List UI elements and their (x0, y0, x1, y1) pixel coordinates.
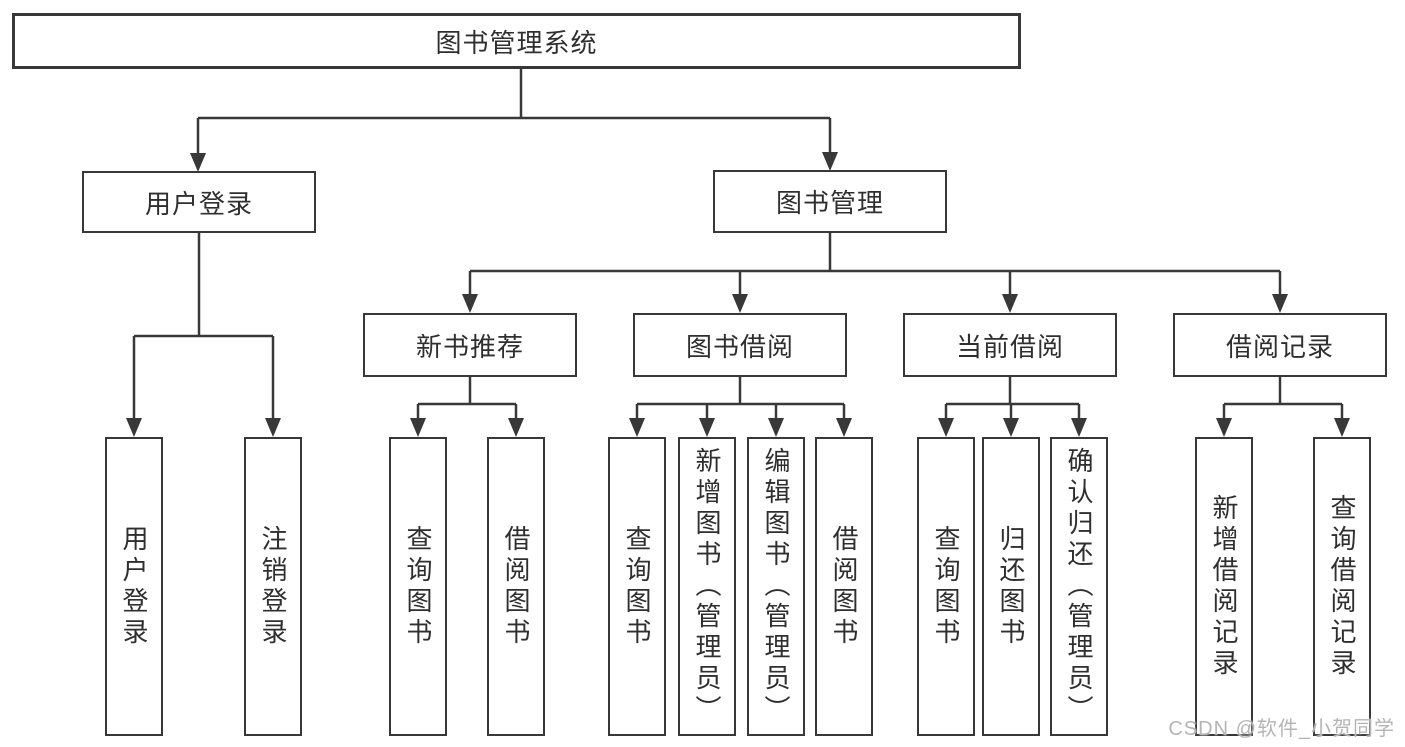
leaf-query-borrow-record-label: 查询借阅记录 (1327, 493, 1357, 680)
csdn-watermark: CSDN @软件_小贺同学 (1168, 718, 1395, 740)
leaf-recommend-borrow-books: 借阅图书 (487, 437, 545, 736)
leaf-borrow-books: 借阅图书 (815, 437, 873, 736)
leaf-query-borrow-record: 查询借阅记录 (1313, 437, 1371, 736)
leaf-current-query-books: 查询图书 (917, 437, 975, 736)
leaf-recommend-query-books-label: 查询图书 (403, 524, 433, 649)
leaf-add-borrow-record: 新增借阅记录 (1195, 437, 1253, 736)
leaf-user-login: 用户登录 (105, 437, 163, 736)
leaf-recommend-borrow-books-label: 借阅图书 (501, 524, 531, 649)
node-library-management-system: 图书管理系统 (12, 13, 1021, 69)
node-new-book-recommend-label: 新书推荐 (415, 331, 524, 362)
leaf-current-query-books-label: 查询图书 (931, 524, 961, 649)
node-book-management-label: 图书管理 (775, 188, 884, 218)
leaf-confirm-return-admin-label: 确认归还（管理员） (1064, 447, 1094, 726)
leaf-borrow-query-books: 查询图书 (608, 437, 666, 736)
node-book-borrow: 图书借阅 (633, 313, 847, 377)
node-user-login-label: 用户登录 (144, 188, 253, 219)
node-current-borrow-label: 当前借阅 (955, 331, 1064, 362)
node-current-borrow: 当前借阅 (903, 313, 1117, 377)
node-book-borrow-label: 图书借阅 (685, 331, 794, 362)
leaf-edit-books-admin-label: 编辑图书（管理员） (761, 447, 791, 726)
leaf-user-login-label: 用户登录 (119, 524, 149, 649)
node-user-login: 用户登录 (82, 171, 316, 233)
leaf-edit-books-admin: 编辑图书（管理员） (747, 437, 805, 736)
leaf-add-borrow-record-label: 新增借阅记录 (1209, 493, 1239, 680)
node-borrow-records-label: 借阅记录 (1225, 331, 1334, 362)
leaf-recommend-query-books: 查询图书 (389, 437, 447, 736)
leaf-logout-label: 注销登录 (258, 524, 288, 649)
node-borrow-records: 借阅记录 (1173, 313, 1387, 377)
leaf-return-books: 归还图书 (982, 437, 1040, 736)
node-library-management-system-label: 图书管理系统 (435, 27, 598, 58)
leaf-borrow-query-books-label: 查询图书 (622, 524, 652, 649)
node-book-management: 图书管理 (713, 170, 947, 233)
leaf-return-books-label: 归还图书 (996, 524, 1026, 649)
leaf-borrow-books-label: 借阅图书 (829, 524, 859, 649)
leaf-logout: 注销登录 (244, 437, 302, 736)
leaf-add-books-admin: 新增图书（管理员） (678, 437, 736, 736)
node-new-book-recommend: 新书推荐 (363, 313, 577, 377)
leaf-confirm-return-admin: 确认归还（管理员） (1050, 437, 1108, 736)
leaf-add-books-admin-label: 新增图书（管理员） (692, 447, 722, 726)
